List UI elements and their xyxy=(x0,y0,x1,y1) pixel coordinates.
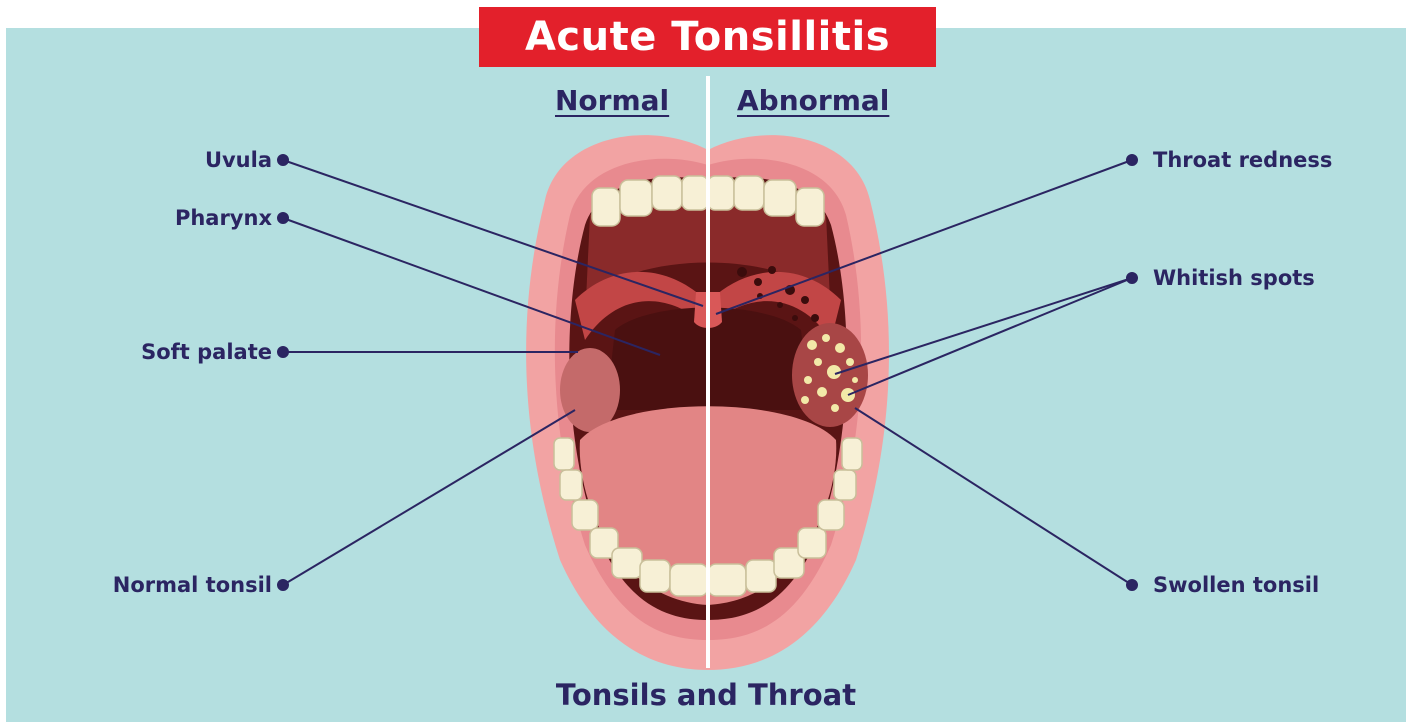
uvula-dot xyxy=(278,155,288,165)
whitish-spots-dot xyxy=(1127,273,1137,283)
label-swollen-tonsil: Swollen tonsil xyxy=(1153,573,1319,597)
normal-tonsil-dot xyxy=(278,580,288,590)
swollen-tonsil-dot xyxy=(1127,580,1137,590)
soft-palate-dot xyxy=(278,347,288,357)
header-abnormal: Abnormal xyxy=(737,84,889,117)
label-soft-palate: Soft palate xyxy=(141,340,272,364)
label-pharynx: Pharynx xyxy=(175,206,272,230)
pharynx-dot xyxy=(278,213,288,223)
label-whitish-spots: Whitish spots xyxy=(1153,266,1315,290)
label-normal-tonsil: Normal tonsil xyxy=(113,573,272,597)
normal-tonsil-shape xyxy=(560,348,620,432)
throat-redness-dot xyxy=(1127,155,1137,165)
label-throat-redness: Throat redness xyxy=(1153,148,1332,172)
footer-title: Tonsils and Throat xyxy=(0,678,1412,712)
label-uvula: Uvula xyxy=(205,148,272,172)
header-normal: Normal xyxy=(555,84,669,117)
